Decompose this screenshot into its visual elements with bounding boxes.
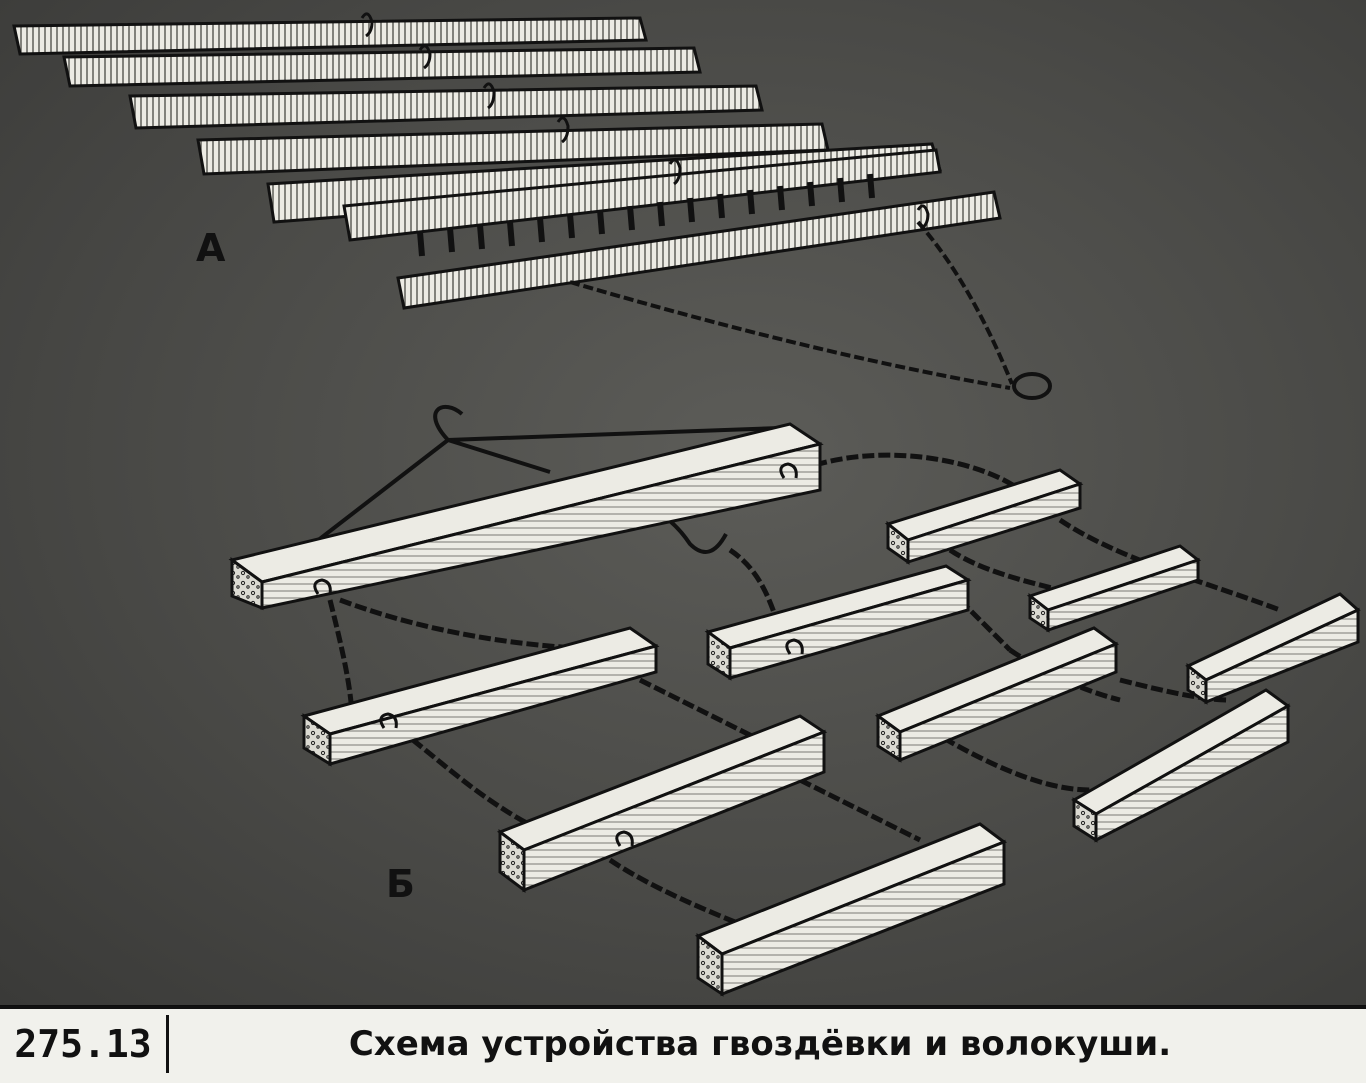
diagram-drawing — [12, 12, 1361, 997]
harrow-chain — [569, 220, 1014, 390]
illustration-area: А Б — [0, 0, 1366, 1005]
harrow-spikes — [417, 173, 875, 257]
drag-beam — [1185, 592, 1361, 705]
drag-beam — [884, 468, 1084, 565]
harrow-bar — [128, 84, 764, 130]
drag-beam — [694, 822, 1008, 997]
harrow-bar — [12, 16, 648, 56]
caption-bar: 275.13 Схема устройства гвоздёвки и воло… — [0, 1006, 1366, 1083]
panel-a-label: А — [196, 226, 226, 270]
harrow-bar — [396, 190, 1002, 310]
harrow-hooks — [360, 12, 930, 230]
drag-beam — [1026, 544, 1202, 633]
harrow-pull-ring — [1012, 372, 1052, 400]
spike-harrow-drawing — [12, 16, 1002, 310]
drag-beam — [496, 714, 828, 893]
slide-number: 275.13 — [0, 1015, 169, 1073]
harrow-bar — [342, 148, 942, 242]
beam-staples — [313, 462, 804, 847]
drag-beam — [1071, 688, 1291, 843]
harrow-bar — [62, 46, 702, 88]
drag-beam — [300, 626, 660, 767]
caption-text: Схема устройства гвоздёвки и волокуши. — [348, 1024, 1172, 1064]
drag-beam — [704, 564, 972, 681]
panel-b-label: Б — [386, 862, 415, 906]
drag-beam — [874, 626, 1120, 763]
drag-front-beam — [228, 422, 824, 611]
